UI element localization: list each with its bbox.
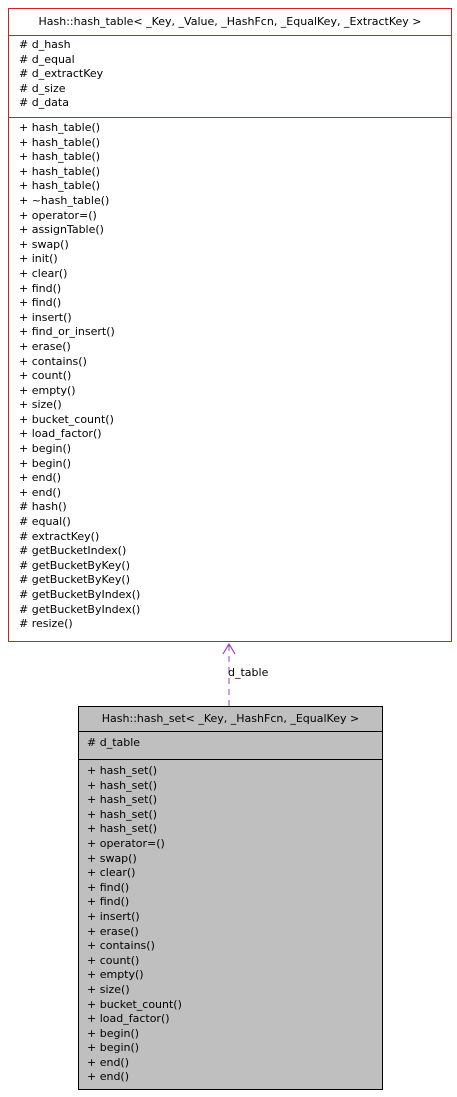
attribute-list: # d_hash# d_equal# d_extractKey# d_size#… — [9, 36, 451, 118]
class-hash-table[interactable]: Hash::hash_table< _Key, _Value, _HashFcn… — [8, 8, 452, 642]
method-item: + bucket_count() — [87, 997, 182, 1011]
attribute-item: # d_data — [19, 96, 69, 110]
method-item: + contains() — [19, 354, 87, 368]
method-item: + hash_set() — [87, 793, 158, 807]
arrow-head-icon — [222, 642, 236, 655]
method-item: + size() — [87, 982, 130, 996]
method-item: # resize() — [19, 617, 73, 631]
method-item: + clear() — [19, 266, 68, 280]
method-item: # getBucketByIndex() — [19, 602, 141, 616]
class-title: Hash::hash_table< _Key, _Value, _HashFcn… — [9, 9, 451, 36]
attribute-item: # d_equal — [19, 52, 75, 66]
method-item: + load_factor() — [19, 427, 102, 441]
method-item: + begin() — [19, 456, 72, 470]
method-item: + hash_table() — [19, 150, 101, 164]
method-item: + erase() — [87, 924, 139, 938]
method-item: + hash_set() — [87, 764, 158, 777]
method-item: + contains() — [87, 939, 155, 953]
method-item: + hash_table() — [19, 121, 101, 134]
attribute-list: # d_table — [79, 732, 382, 760]
method-item: # extractKey() — [19, 529, 100, 543]
method-list: + hash_set()+ hash_set()+ hash_set()+ ha… — [79, 760, 382, 1085]
method-item: + end() — [87, 1055, 130, 1069]
method-item: + count() — [87, 953, 140, 967]
method-item: + operator=() — [87, 836, 165, 850]
attribute-item: # d_table — [87, 736, 141, 749]
method-item: + hash_set() — [87, 807, 158, 821]
method-item: + hash_table() — [19, 179, 101, 193]
method-item: + swap() — [87, 851, 137, 865]
method-item: + init() — [19, 252, 58, 266]
method-item: + hash_set() — [87, 822, 158, 836]
method-item: + empty() — [87, 968, 144, 982]
method-item: + count() — [19, 369, 72, 383]
attribute-item: # d_size — [19, 81, 66, 95]
method-item: + erase() — [19, 339, 71, 353]
method-item: # hash() — [19, 500, 67, 514]
method-item: + operator=() — [19, 208, 97, 222]
method-item: + begin() — [87, 1041, 140, 1055]
class-hash-set[interactable]: Hash::hash_set< _Key, _HashFcn, _EqualKe… — [78, 706, 383, 1090]
method-item: + load_factor() — [87, 1012, 170, 1026]
attribute-item: # d_extractKey — [19, 67, 104, 81]
method-item: + hash_table() — [19, 135, 101, 149]
method-item: + clear() — [87, 866, 136, 880]
method-item: + empty() — [19, 383, 76, 397]
method-item: + hash_table() — [19, 164, 101, 178]
attribute-item: # d_hash — [19, 38, 71, 51]
method-item: + assignTable() — [19, 223, 104, 237]
method-item: + hash_set() — [87, 778, 158, 792]
class-title: Hash::hash_set< _Key, _HashFcn, _EqualKe… — [79, 707, 382, 732]
relation-label: d_table — [228, 666, 269, 679]
method-item: + find() — [87, 880, 130, 894]
method-item: + insert() — [87, 909, 140, 923]
method-item: + begin() — [87, 1026, 140, 1040]
method-item: + size() — [19, 398, 62, 412]
method-item: + ~hash_table() — [19, 193, 110, 207]
method-item: # getBucketByKey() — [19, 558, 130, 572]
method-item: + end() — [19, 471, 62, 485]
method-item: # equal() — [19, 515, 71, 529]
method-item: + find() — [19, 296, 62, 310]
method-item: + insert() — [19, 310, 72, 324]
method-item: + end() — [19, 485, 62, 499]
method-item: + begin() — [19, 442, 72, 456]
method-item: + find() — [87, 895, 130, 909]
method-list: + hash_table()+ hash_table()+ hash_table… — [9, 118, 451, 632]
method-item: + end() — [87, 1070, 130, 1084]
method-item: + find_or_insert() — [19, 325, 115, 339]
method-item: # getBucketByIndex() — [19, 588, 141, 601]
method-item: # getBucketByKey() — [19, 573, 130, 587]
method-item: + swap() — [19, 237, 69, 251]
method-item: + bucket_count() — [19, 412, 114, 426]
method-item: + find() — [19, 281, 62, 295]
method-item: # getBucketIndex() — [19, 544, 127, 558]
